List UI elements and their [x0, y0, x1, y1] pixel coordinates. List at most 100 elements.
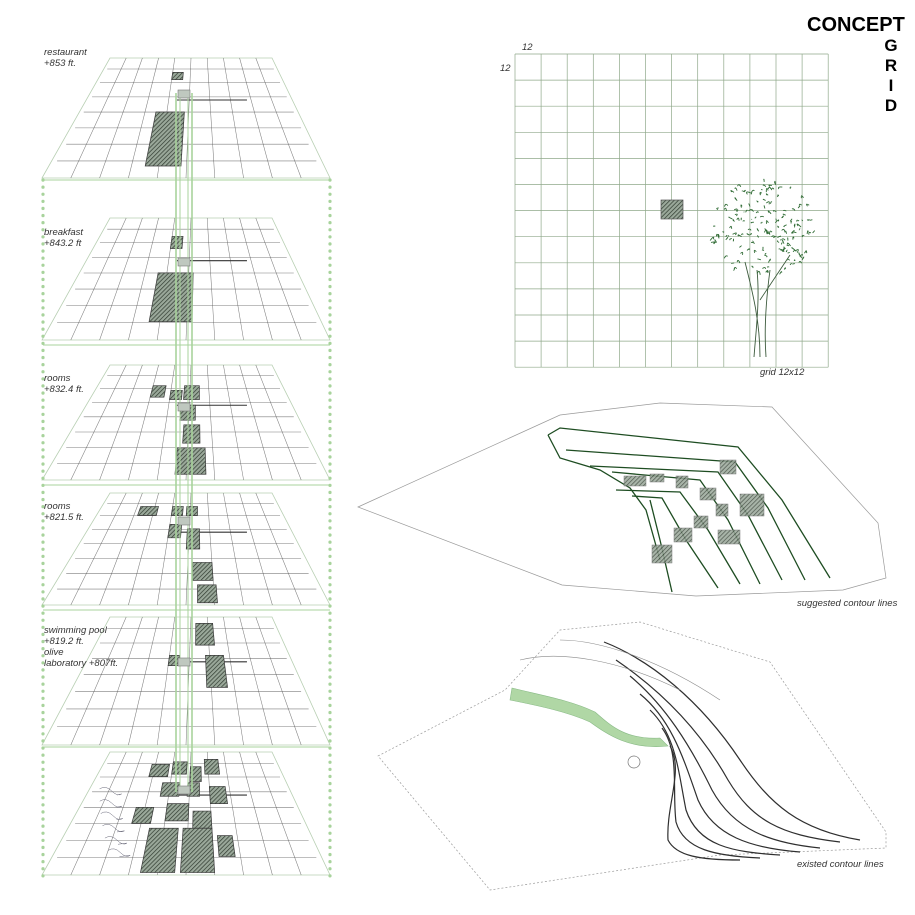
existing-contour-line	[639, 693, 801, 853]
concept-grid-12x12	[514, 53, 829, 368]
floor-grid-line	[206, 57, 216, 179]
floor-label-line: rooms	[44, 373, 71, 384]
floor-grid-line	[239, 57, 273, 179]
floor-label-line: breakfast	[44, 227, 84, 238]
suggested-building-block	[717, 529, 741, 545]
floor-grid-line	[223, 616, 244, 746]
existing-contour-line	[649, 709, 781, 856]
existing-terrain-sketch	[99, 799, 122, 808]
existing-terrain-sketch	[100, 811, 123, 820]
suggested-contour-line	[547, 434, 661, 561]
suggested-building-block	[649, 473, 665, 483]
floor-label-restaurant: restaurant +853 ft.	[44, 47, 87, 69]
floor-room-block	[148, 272, 194, 323]
suggested-contour-line	[547, 427, 831, 579]
floor-room-block	[185, 528, 201, 550]
existing-contour-line	[615, 659, 841, 843]
tree-trunk	[744, 254, 791, 358]
floor-outline	[41, 217, 331, 341]
floor-label-line: +821.5 ft.	[44, 512, 84, 523]
floor-grid-line	[128, 217, 159, 341]
grid-label-left: 12	[500, 63, 511, 74]
floor-grid-line	[239, 492, 273, 606]
floor-room-block	[205, 655, 228, 688]
floor-room-block	[171, 72, 184, 80]
existing-terrain-sketch	[104, 836, 128, 845]
suggested-building-block	[675, 475, 689, 489]
caption-suggested-contours: suggested contour lines	[797, 598, 898, 609]
floor-room-block	[203, 759, 221, 775]
title-grid-letter-r: R	[884, 56, 898, 75]
floor-grid-line	[99, 616, 143, 746]
floor-label-line: +843.2 ft	[44, 238, 82, 249]
existing-contour-line-light	[519, 656, 681, 691]
floor-grid-line	[255, 492, 302, 606]
floor-room-block	[144, 111, 185, 167]
title-grid-vertical: G R I D	[881, 36, 901, 116]
floor-room-block	[148, 763, 170, 777]
existing-contour-line	[661, 727, 761, 859]
floor-room-block	[170, 506, 184, 516]
caption-existed-contours: existed contour lines	[797, 859, 884, 870]
suggested-contour-terrain	[357, 402, 887, 597]
floor-label-breakfast: breakfast +843.2 ft	[44, 227, 83, 249]
floor-label-rooms-lower: rooms +821.5 ft.	[44, 501, 84, 523]
core-shaft-node	[177, 257, 191, 267]
suggested-contour-line	[615, 489, 741, 585]
floor-grid-line	[239, 751, 273, 876]
floor-room-block	[197, 584, 218, 604]
suggested-building-block	[719, 459, 737, 475]
floor-label-line: +832.4 ft.	[44, 384, 84, 395]
suggested-building-block	[715, 503, 729, 517]
existing-contour-line	[629, 675, 821, 849]
suggested-building-block	[673, 527, 693, 543]
title-grid-letter-d: D	[884, 96, 898, 115]
floor-grid-line	[99, 57, 143, 179]
floor-grid-line	[223, 57, 244, 179]
floor-label-line: olive	[44, 647, 64, 658]
existing-terrain-sketch	[102, 823, 125, 833]
floor-grid-line	[206, 217, 216, 341]
title-grid-letter-g: G	[884, 36, 898, 55]
floor-layer-2	[41, 217, 331, 341]
floor-room-block	[180, 827, 216, 873]
floor-plan-stack	[41, 57, 331, 876]
existed-contour-terrain	[377, 621, 887, 891]
concept-grid-module	[660, 199, 684, 220]
stack-frame-dotted	[41, 178, 332, 880]
floor-grid-line	[223, 364, 244, 481]
floor-label-line: +853 ft.	[44, 58, 76, 69]
floor-grid-line	[255, 364, 302, 481]
suggested-building-block	[739, 493, 765, 517]
existing-contour-line	[667, 745, 741, 861]
floor-grid-line	[156, 616, 176, 746]
floor-grid-line	[70, 616, 127, 746]
existing-terrain-outline	[377, 621, 887, 891]
floor-room-block	[164, 803, 190, 822]
floor-grid-line	[239, 616, 273, 746]
floor-grid-line	[70, 492, 127, 606]
floor-grid-line	[206, 364, 216, 481]
vertical-core-shaft	[175, 89, 193, 795]
floor-grid-line	[70, 364, 127, 481]
suggested-contour-line	[631, 495, 719, 589]
floor-room-block	[216, 835, 236, 857]
floor-room-block	[191, 562, 214, 581]
floor-grid-line	[239, 364, 273, 481]
floor-grid-line	[128, 364, 159, 481]
suggested-contour-line	[589, 465, 783, 581]
floor-outline	[41, 616, 331, 746]
floor-label-swimming-pool: swimming pool +819.2 ft. olive laborator…	[44, 625, 118, 669]
suggested-building-block	[693, 515, 709, 529]
existing-terrain-sketch	[99, 787, 122, 796]
core-shaft-node	[177, 89, 191, 99]
floor-grid-line	[99, 492, 143, 606]
suggested-building-block	[623, 475, 647, 487]
core-shaft-node	[177, 657, 191, 667]
floor-grid-line	[255, 751, 302, 876]
suggested-contour-line	[649, 499, 673, 593]
existing-tree-mark	[627, 755, 641, 769]
floor-layer-6	[41, 751, 331, 876]
floor-grid-line	[99, 217, 143, 341]
floor-layer-4	[41, 492, 331, 606]
